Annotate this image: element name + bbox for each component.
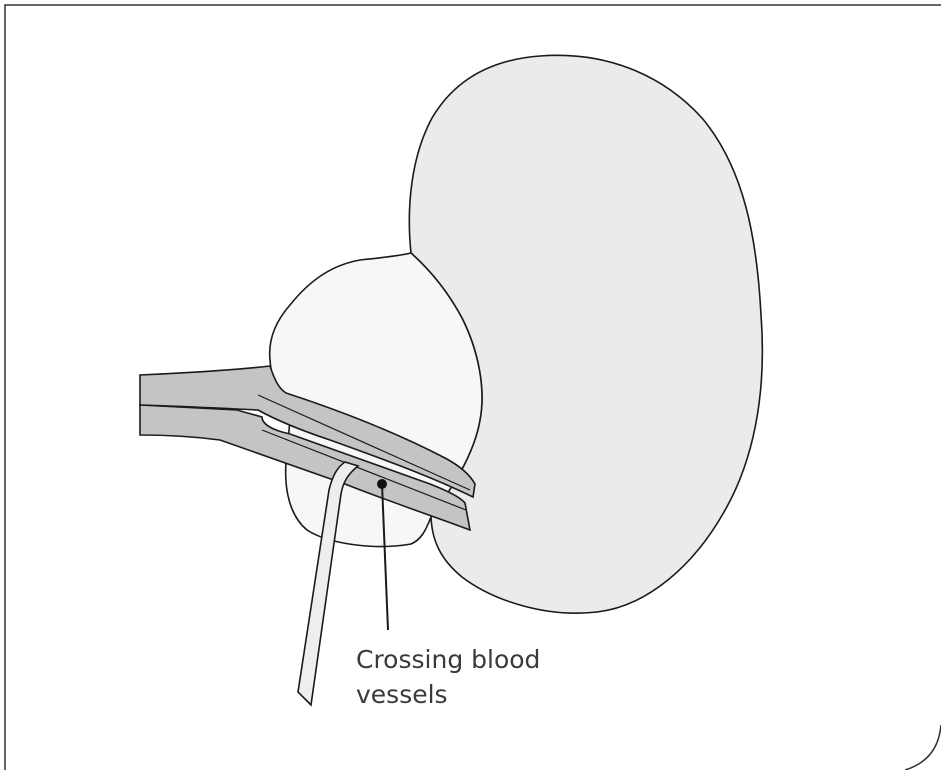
annotation-line-1: Crossing blood: [356, 645, 540, 674]
annotation-dot: [377, 479, 387, 489]
annotation-line-2: vessels: [356, 680, 448, 709]
